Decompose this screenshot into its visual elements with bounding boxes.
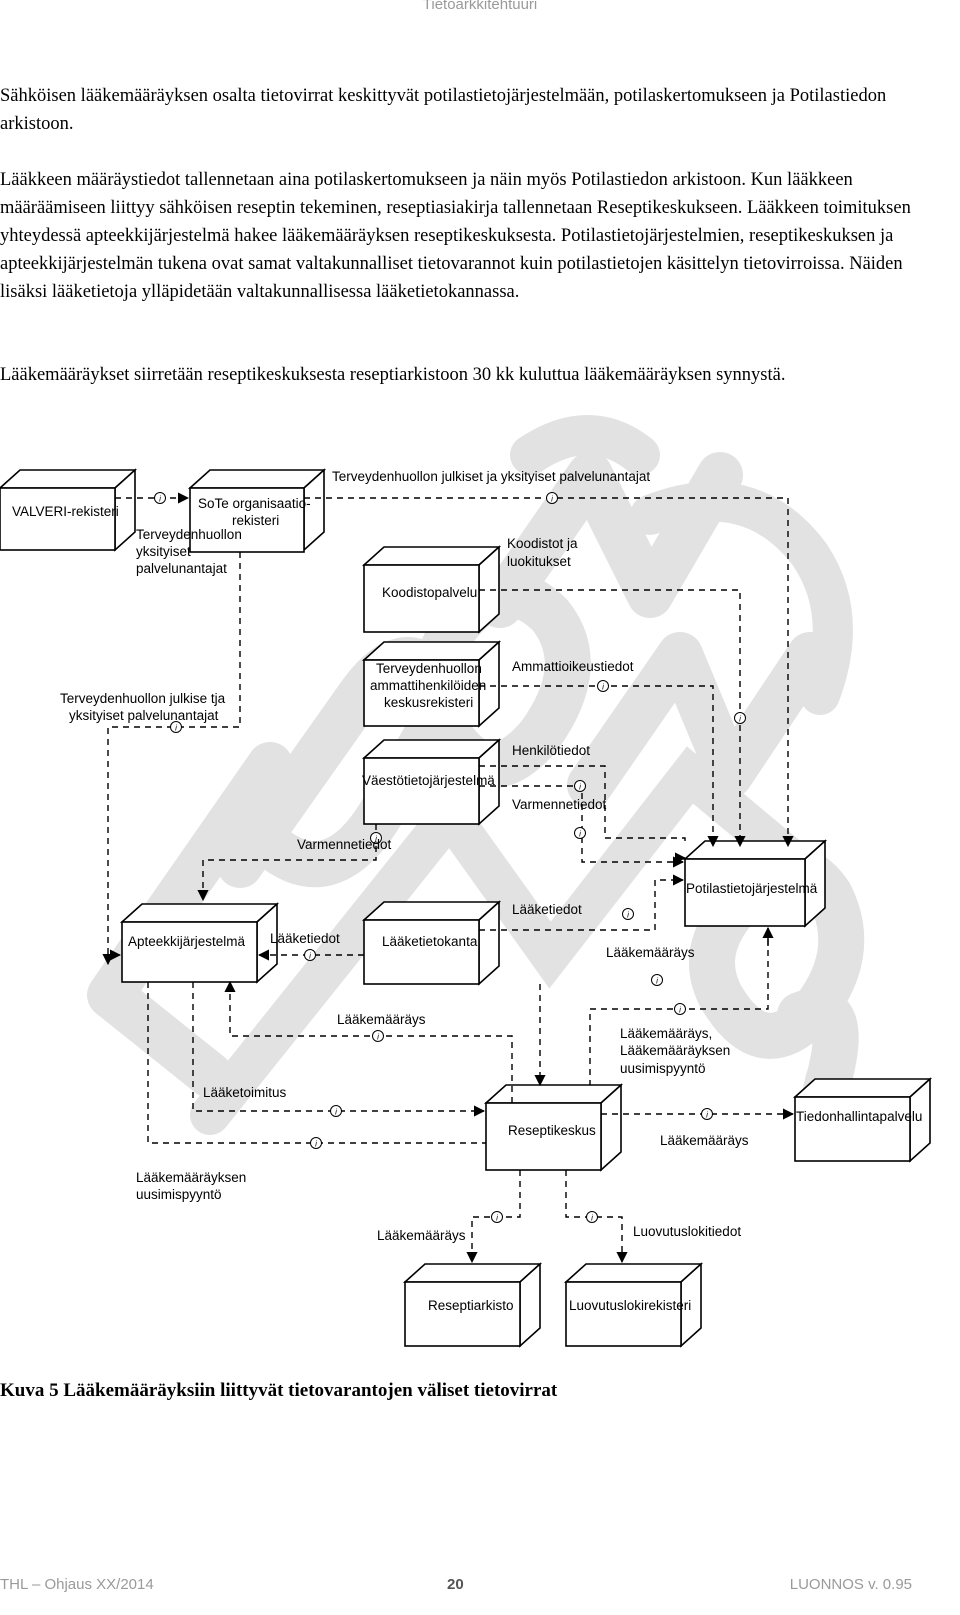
info-icon — [304, 949, 316, 961]
node-reseptiarkisto: Reseptiarkisto — [428, 1298, 514, 1313]
node-resepti: Reseptikeskus — [508, 1123, 596, 1138]
paragraph-details: Lääkkeen määräystiedot tallennetaan aina… — [0, 166, 952, 306]
potilas-box — [682, 839, 828, 928]
flow-public-providers — [102, 552, 241, 966]
label-private-line2: yksityiset — [136, 544, 191, 559]
tiedonhallinta-box — [792, 1077, 933, 1163]
info-icon — [734, 712, 746, 724]
node-sote-line1: SoTe organisaatio- — [198, 496, 311, 511]
label-uusimis-left-line2: uusimispyyntö — [136, 1187, 222, 1202]
node-koodisto: Koodistopalvelu — [382, 585, 477, 600]
label-laaketoimitus: Lääketoimitus — [203, 1085, 287, 1100]
node-luovutusloki: Luovutuslokirekisteri — [569, 1298, 691, 1313]
node-tiedonhallinta: Tiedonhallintapalvelu — [796, 1109, 922, 1124]
label-ammattioikeus: Ammattioikeustiedot — [512, 659, 634, 674]
info-icon — [574, 827, 586, 839]
info-icon — [574, 780, 586, 792]
koodisto-box — [361, 545, 502, 634]
info-icon — [310, 1137, 322, 1149]
node-sote-line2: rekisteri — [232, 513, 279, 528]
flow-koodistot — [479, 589, 746, 848]
info-icon — [597, 680, 609, 692]
label-top-providers: Terveydenhuollon julkiset ja yksityiset … — [332, 469, 650, 484]
label-laaketiedot-right: Lääketiedot — [512, 902, 582, 917]
watermark-letter-arc1 — [510, 415, 660, 475]
flow-laaketoimitus — [192, 982, 486, 1117]
paragraph-text: Sähköisen lääkemääräyksen osalta tietovi… — [0, 86, 887, 134]
paragraph-text: Lääkkeen määräystiedot tallennetaan aina… — [0, 170, 911, 302]
label-uusimis-right-line3: uusimispyyntö — [620, 1061, 706, 1076]
info-icon — [586, 1211, 598, 1223]
laaketieto-box — [361, 900, 502, 986]
node-apteekki: Apteekkijärjestelmä — [128, 934, 246, 949]
footer-version: LUONNOS v. 0.95 — [789, 1576, 912, 1593]
paragraph-text: Lääkemääräykset siirretään reseptikeskuk… — [0, 365, 786, 385]
terhikki-box — [361, 640, 502, 728]
label-private-line3: palvelunantajat — [136, 561, 227, 576]
info-icon — [674, 1003, 686, 1015]
flow-top-providers — [304, 497, 794, 848]
node-terhikki-line2: ammattihenkilöiden — [370, 678, 486, 693]
node-potilas: Potilastietojärjestelmä — [686, 881, 818, 896]
label-henkilotiedot: Henkilötiedot — [512, 743, 590, 758]
flow-varmenne-left — [197, 824, 377, 902]
vtj-box — [361, 738, 502, 826]
label-laakemaarays-apteekki: Lääkemääräys — [337, 1012, 426, 1027]
flow-henkilotiedot — [479, 765, 686, 846]
info-icon — [170, 721, 182, 733]
info-icon — [701, 1108, 713, 1120]
flow-ammattioikeus — [479, 685, 719, 848]
info-icon — [651, 974, 663, 986]
paragraph-intro: Sähköisen lääkemääräyksen osalta tietovi… — [0, 82, 952, 138]
flow-laaketiedot-right — [479, 874, 685, 931]
info-icon — [372, 1030, 384, 1042]
label-koodistot-line2: luokitukset — [507, 554, 571, 569]
reseptiarkisto-box — [402, 1262, 543, 1348]
label-laakemaarays-arkisto: Lääkemääräys — [377, 1228, 466, 1243]
label-uusimis-right-line2: Lääkemääräyksen — [620, 1043, 730, 1058]
node-laaketieto: Lääketietokanta — [382, 934, 478, 949]
flow-luovutusloki — [565, 1170, 628, 1264]
label-uusimis-right-line1: Lääkemääräys, — [620, 1026, 712, 1041]
page-header: Tietoarkkitehtuuri — [422, 0, 538, 13]
label-laakemaarays-potilas: Lääkemääräys — [606, 945, 695, 960]
label-varmenne-left: Varmennetiedot — [297, 837, 392, 852]
label-laakemaarays-tiedonhallinta: Lääkemääräys — [660, 1133, 749, 1148]
node-terhikki-line3: keskusrekisteri — [384, 695, 473, 710]
label-koodistot-line1: Koodistot ja — [507, 536, 578, 551]
resepti-box — [483, 1083, 624, 1172]
label-public-line2: yksityiset palvelunantajat — [69, 708, 219, 723]
figure-caption: Kuva 5 Lääkemääräyksiin liittyvät tietov… — [0, 1380, 558, 1401]
apteekki-box — [119, 902, 280, 984]
label-private-line1: Terveydenhuollon — [136, 527, 242, 542]
page-footer: THL – Ohjaus XX/2014 20 LUONNOS v. 0.95 — [0, 1576, 960, 1598]
flow-laakemaarays-apteekki — [224, 980, 513, 1103]
node-terhikki-line1: Terveydenhuollon — [376, 661, 482, 676]
label-luovutuslokitiedot: Luovutuslokitiedot — [633, 1224, 741, 1239]
label-public-line1: Terveydenhuollon julkise tja — [60, 691, 226, 706]
footer-page-number: 20 — [447, 1576, 464, 1593]
node-vtj: Väestötietojärjestelmä — [362, 773, 495, 788]
paragraph-archive: Lääkemääräykset siirretään reseptikeskuk… — [0, 361, 952, 389]
sote-box — [187, 468, 327, 553]
info-icon — [330, 1105, 342, 1117]
info-icon — [622, 908, 634, 920]
valveri-box — [0, 468, 138, 552]
footer-document-id: THL – Ohjaus XX/2014 — [0, 1576, 154, 1593]
flow-uusimis-left — [147, 982, 486, 1144]
data-flow-diagram: i — [0, 468, 933, 1348]
label-laaketiedot-left: Lääketiedot — [270, 931, 340, 946]
label-uusimis-left-line1: Lääkemääräyksen — [136, 1170, 246, 1185]
label-varmenne-right: Varmennetiedot — [512, 797, 607, 812]
info-icon — [546, 492, 558, 504]
info-icon — [154, 492, 166, 504]
info-icon — [491, 1211, 503, 1223]
node-valveri: VALVERI-rekisteri — [12, 504, 119, 519]
luovutusloki-box — [563, 1262, 704, 1348]
